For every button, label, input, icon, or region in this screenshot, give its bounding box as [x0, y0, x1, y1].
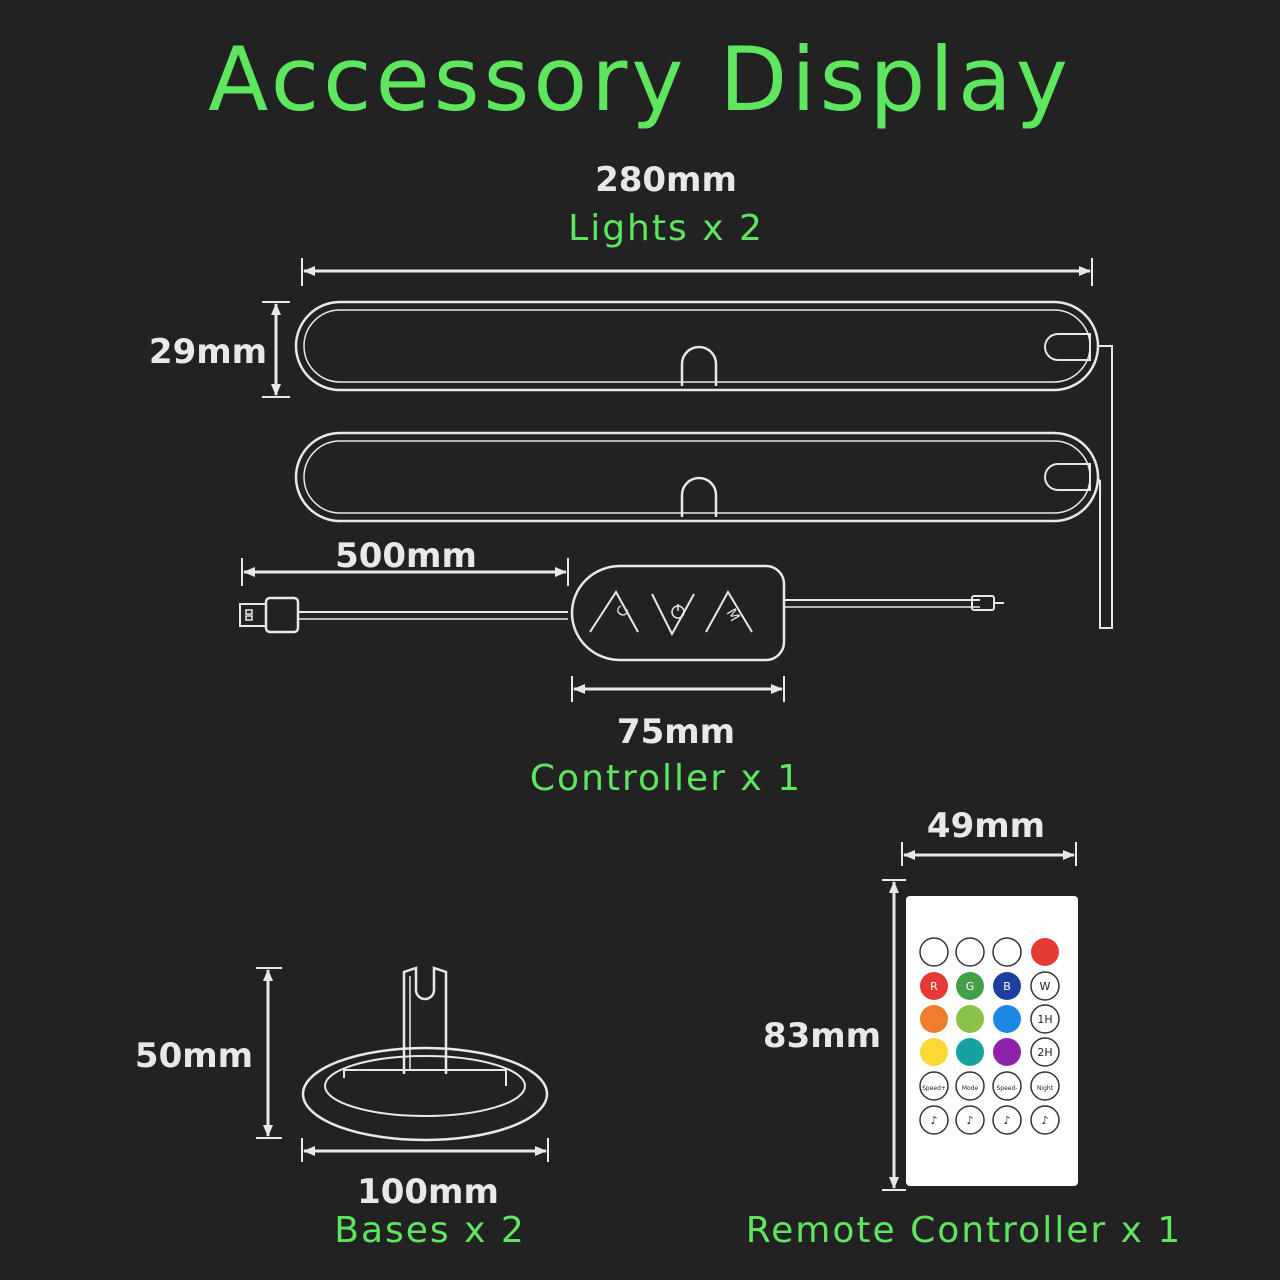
controller-button-m: M [723, 606, 743, 624]
remote-height-dimension: 83mm [762, 1016, 882, 1056]
lights-width-dimension: 280mm [595, 160, 737, 200]
remote-button-label-19: Night [1037, 1085, 1054, 1092]
base-width-dimension: 100mm [357, 1172, 499, 1212]
lights-label: Lights x 2 [568, 208, 764, 249]
base-stand [301, 966, 549, 1142]
remote-label: Remote Controller x 1 [745, 1210, 1183, 1251]
remote-button-9[interactable] [956, 1005, 984, 1033]
remote-button-21[interactable] [955, 1105, 985, 1135]
remote-button-11[interactable] [1030, 1004, 1060, 1034]
remote-button-0[interactable] [919, 937, 949, 967]
remote-button-label-18: Speed- [997, 1085, 1018, 1092]
remote-button-label-15: 2H [1037, 1046, 1052, 1059]
remote-button-label-23: ♪ [1041, 1114, 1048, 1127]
remote-button-label-17: Mode [962, 1085, 979, 1092]
remote-button-label-20: ♪ [930, 1114, 937, 1127]
remote-button-label-11: 1H [1037, 1013, 1052, 1026]
remote-button-2[interactable] [992, 937, 1022, 967]
page-title: Accessory Display [208, 28, 1072, 131]
remote-button-3[interactable] [1031, 938, 1059, 966]
base-height-dimension: 50mm [134, 1036, 254, 1076]
remote-button-23[interactable] [1030, 1105, 1060, 1135]
lights-height-dimension: 29mm [148, 332, 268, 372]
remote-button-label-22: ♪ [1003, 1114, 1010, 1127]
remote-button-10[interactable] [993, 1005, 1021, 1033]
controller-label: Controller x 1 [529, 758, 803, 799]
remote-button-label-21: ♪ [966, 1114, 973, 1127]
usb-plug [239, 596, 568, 634]
remote-button-label-5: G [966, 980, 975, 993]
bases-label: Bases x 2 [334, 1210, 526, 1251]
remote-button-12[interactable] [920, 1038, 948, 1066]
remote-button-5[interactable] [956, 972, 984, 1000]
remote-button-22[interactable] [992, 1105, 1022, 1135]
remote-button-8[interactable] [920, 1005, 948, 1033]
remote-button-20[interactable] [919, 1105, 949, 1135]
light-strip-1 [294, 300, 1100, 392]
remote-button-4[interactable] [920, 972, 948, 1000]
remote-button-1[interactable] [955, 937, 985, 967]
remote-button-16[interactable] [919, 1071, 949, 1101]
remote-button-18[interactable] [992, 1071, 1022, 1101]
remote-width-dimension: 49mm [926, 806, 1046, 846]
remote-button-7[interactable] [1030, 971, 1060, 1001]
remote-button-label-6: B [1003, 980, 1011, 993]
light-strip-2 [294, 431, 1100, 523]
remote-button-label-7: W [1040, 980, 1051, 993]
remote-button-label-16: Speed+ [922, 1085, 946, 1092]
remote-button-19[interactable] [1030, 1071, 1060, 1101]
remote-button-grid: R G B W 1H 2H Speed+ Mode Speed- Night ♪ ♪ ♪ ♪ [919, 937, 1060, 1135]
remote-button-15[interactable] [1030, 1037, 1060, 1067]
remote-button-label-4: R [930, 980, 938, 993]
remote-button-13[interactable] [956, 1038, 984, 1066]
controller-body [570, 564, 786, 662]
remote-button-17[interactable] [955, 1071, 985, 1101]
remote-button-14[interactable] [993, 1038, 1021, 1066]
controller-width-dimension: 75mm [616, 712, 736, 752]
remote-button-6[interactable] [993, 972, 1021, 1000]
